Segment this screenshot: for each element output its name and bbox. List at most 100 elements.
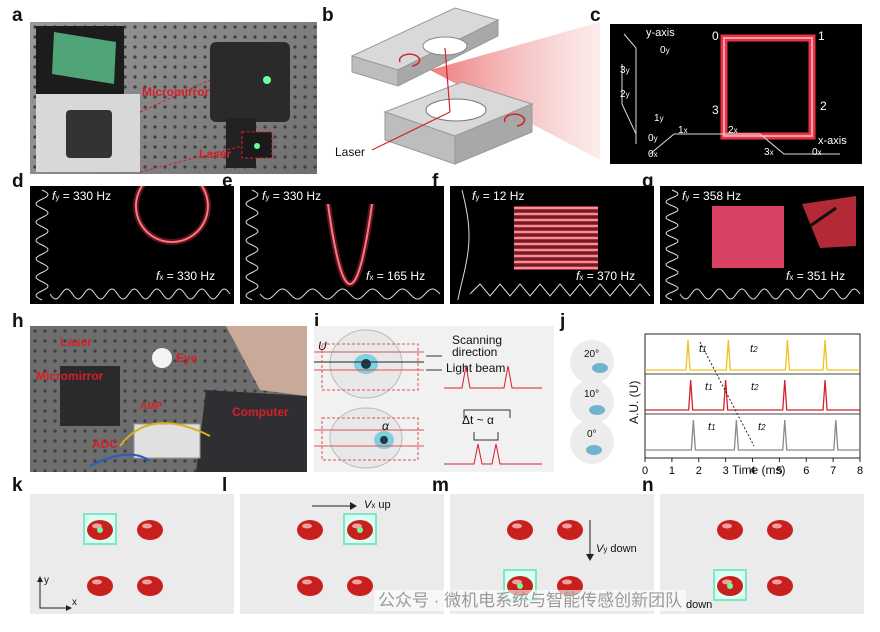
label-laser-h: Laser: [60, 335, 93, 349]
label-u-i: U: [318, 339, 327, 353]
laser-spot: [357, 527, 363, 533]
label-alpha: α: [382, 419, 389, 433]
laser-spot: [517, 583, 523, 589]
pegboard-pattern: [30, 22, 317, 174]
freq-x-label: fx = 165 Hz: [366, 269, 426, 283]
j-xtick-label: 1: [669, 465, 675, 477]
scan-area: [712, 206, 784, 268]
panel-c-scan: [610, 24, 862, 164]
signal-trace: [444, 365, 542, 389]
c-tick: 3x: [764, 147, 774, 158]
panel-k-photo: [30, 494, 234, 614]
c-tick: 3y: [620, 65, 630, 76]
label-light-beam: Light beam: [446, 361, 506, 375]
eye-thumb: [570, 420, 614, 464]
laptop-screen: [226, 326, 307, 396]
beam-cone: [430, 22, 600, 160]
corner-label: 3: [712, 103, 719, 117]
label-micromirror-h: Micromirror: [36, 369, 104, 383]
eye-model: [152, 348, 172, 368]
panel-g-lissajous: [660, 186, 864, 304]
adc-box: [133, 423, 201, 459]
j-t-label: t2: [751, 381, 759, 393]
panel-a-photo: [30, 22, 317, 174]
red-target: [507, 520, 533, 540]
panel-f-lissajous: [450, 186, 654, 304]
c-y-axis-label: y-axis: [646, 27, 675, 39]
freq-x-label: fx = 351 Hz: [786, 269, 846, 283]
red-target: [87, 576, 113, 596]
n-velocity-label: down: [686, 599, 713, 611]
red-target: [767, 576, 793, 596]
y-drive-waveform: [35, 189, 49, 301]
panel-label-g: g: [642, 171, 654, 192]
laser-spot: [97, 527, 103, 533]
c-tick: 2y: [620, 89, 630, 100]
j-xtick-label: 8: [857, 465, 863, 477]
j-t-label: t1: [708, 421, 716, 433]
panel-label-e: e: [222, 171, 233, 192]
c-x-axis-label: x-axis: [818, 135, 847, 147]
red-target: [297, 576, 323, 596]
j-t-label: t1: [699, 343, 707, 355]
c-tick: 0y: [660, 45, 670, 56]
panel-label-c: c: [590, 5, 601, 26]
x-drive-waveform: [679, 288, 861, 300]
panel-label-f: f: [432, 171, 439, 192]
inset-scan: [802, 196, 856, 248]
x-axis-line: [649, 133, 840, 155]
label-adc-h: ADC: [92, 437, 118, 451]
scan-rectangle: [720, 34, 816, 140]
red-target: [137, 520, 163, 540]
c-tick: 0x: [812, 147, 822, 158]
j-angle-label: 0°: [587, 429, 597, 440]
y-drive-waveform: [245, 189, 259, 301]
j-t-label: t1: [705, 381, 713, 393]
panel-label-h: h: [12, 311, 24, 332]
j-t-label: t2: [758, 421, 766, 433]
laptop-keyboard: [196, 390, 307, 472]
c-tick: 1y: [654, 113, 664, 124]
panel-label-j: j: [560, 311, 566, 332]
label-scanning: Scanning: [452, 333, 503, 347]
j-xtick-label: 6: [803, 465, 809, 477]
j-xtick-label: 2: [696, 465, 702, 477]
freq-x-label: fx = 330 Hz: [156, 269, 216, 283]
l-velocity-label: Vx up: [364, 499, 391, 511]
panel-e-lissajous: [240, 186, 444, 304]
corner-label: 2: [820, 99, 827, 113]
j-xtick-label: 3: [723, 465, 729, 477]
scan-trace: [327, 204, 373, 286]
corner-label: 0: [712, 29, 719, 43]
eye-thumb: [570, 380, 614, 424]
panel-label-m: m: [432, 475, 449, 496]
x-drive-waveform: [469, 283, 651, 297]
red-target: [297, 520, 323, 540]
j-signal-trace: [645, 419, 860, 451]
label-laser-b: Laser: [335, 145, 366, 159]
label-delta: Δt ~ α: [462, 413, 494, 427]
laser-spot: [727, 583, 733, 589]
label-computer-h: Computer: [232, 405, 289, 419]
rotation-arrow-icon: [398, 53, 421, 67]
panel-d-lissajous: [30, 186, 234, 304]
label-amp-h: AMP: [140, 401, 163, 412]
panel-label-i: i: [314, 311, 320, 332]
j-angle-label: 20°: [584, 349, 600, 360]
j-angle-label: 10°: [584, 389, 600, 400]
label-micromirror-a: Micromirror: [142, 85, 210, 99]
kn-x-label: x: [72, 597, 77, 608]
label-eye-h: Eye: [176, 351, 198, 365]
scan-trace: [135, 186, 209, 243]
panel-n-photo: [660, 494, 864, 614]
panel-label-d: d: [12, 171, 24, 192]
freq-y-label: fy = 12 Hz: [472, 189, 525, 203]
panel-i-diagram: [314, 326, 554, 472]
c-tick: 1x: [678, 125, 688, 136]
panel-label-k: k: [12, 475, 23, 496]
corner-label: 1: [818, 29, 825, 43]
laser-beam-line: [371, 111, 451, 151]
red-target: [557, 520, 583, 540]
c-tick: 2x: [728, 125, 738, 136]
